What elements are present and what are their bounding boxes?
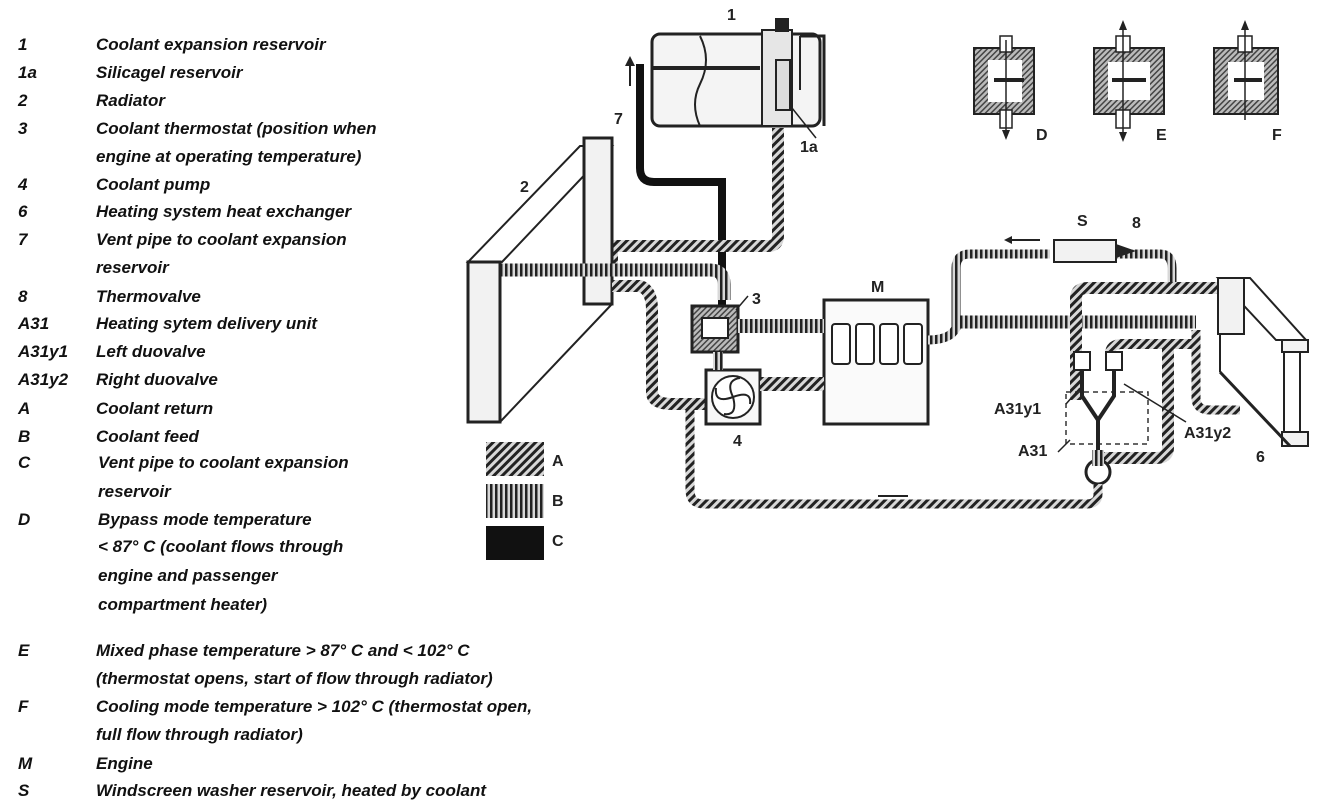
legend-text: (thermostat opens, start of flow through… [96, 669, 493, 688]
label-right-duovalve: A31y2 [1184, 425, 1231, 442]
label-engine: M [871, 279, 884, 296]
legend-text: Coolant return [96, 399, 214, 418]
legend-code: 6 [18, 202, 28, 221]
legend-code: S [18, 781, 30, 800]
legend-text: Coolant feed [96, 427, 199, 446]
label-heat-exchanger: 6 [1256, 449, 1265, 466]
left-duovalve [1073, 351, 1091, 371]
legend-code: B [18, 427, 31, 446]
legend-code: 7 [18, 230, 28, 249]
legend-text: Silicagel reservoir [96, 63, 243, 82]
legend-text: Heating system heat exchanger [96, 202, 352, 221]
legend-text: Coolant thermostat (position when [96, 119, 377, 138]
label-delivery-unit: A31 [1018, 443, 1047, 460]
legend-text: reservoir [96, 258, 169, 277]
mode-diagram-f [1213, 20, 1279, 120]
legend-text: engine and passenger [98, 566, 278, 585]
legend-text: Radiator [96, 91, 165, 110]
mode-diagram-d [973, 35, 1035, 140]
legend-code: 1a [18, 63, 37, 82]
label-mode-f: F [1272, 127, 1282, 144]
legend-code: 4 [18, 175, 28, 194]
label-mode-e: E [1156, 127, 1167, 144]
label-radiator: 2 [520, 179, 529, 196]
legend-text: Left duovalve [96, 342, 206, 361]
label-mode-d: D [1036, 127, 1048, 144]
legend-code: F [18, 697, 29, 716]
legend-code: 8 [18, 287, 28, 306]
legend-text: Heating sytem delivery unit [96, 314, 318, 333]
legend-text: full flow through radiator) [96, 725, 303, 744]
label-vent-pipe: 7 [614, 111, 623, 128]
expansion-reservoir [650, 18, 826, 128]
label-reservoir: 1 [727, 7, 736, 24]
delivery-unit [1065, 366, 1149, 486]
heat-exchanger [1215, 277, 1309, 448]
label-washer: S [1077, 213, 1088, 230]
coolant-pump [704, 368, 762, 426]
legend-code: M [18, 754, 33, 773]
legend-code: A31y1 [18, 342, 69, 361]
key-swatch-a [486, 442, 544, 476]
legend-code: A [18, 399, 31, 418]
legend-text: Cooling mode temperature > 102° C (therm… [96, 697, 533, 716]
legend-code: C [18, 453, 31, 472]
legend-text: compartment heater) [98, 595, 268, 614]
label-silicagel: 1a [800, 139, 818, 156]
legend-code: 2 [18, 91, 28, 110]
label-thermostat: 3 [752, 291, 761, 308]
label-thermovalve: 8 [1132, 215, 1141, 232]
legend-text: Bypass mode temperature [98, 510, 312, 529]
label-left-duovalve: A31y1 [994, 401, 1041, 418]
legend-text: engine at operating temperature) [96, 147, 362, 166]
label-pump: 4 [733, 433, 742, 450]
legend-text: Coolant expansion reservoir [96, 35, 326, 54]
radiator [465, 136, 615, 424]
legend-text: Vent pipe to coolant expansion [98, 453, 349, 472]
legend-code: A31 [18, 314, 50, 333]
key-label-a: A [552, 453, 564, 470]
legend-text: reservoir [98, 482, 171, 501]
legend-code: A31y2 [18, 370, 69, 389]
thermostat [690, 304, 740, 354]
right-duovalve [1105, 351, 1123, 371]
thermovalve [1116, 244, 1136, 258]
silicagel-reservoir [775, 59, 791, 111]
legend-code: D [18, 510, 31, 529]
legend-text: Coolant pump [96, 175, 211, 194]
legend-code: 1 [18, 35, 28, 54]
legend-text: < 87° C (coolant flows through [98, 537, 344, 556]
vent-pipe [636, 64, 726, 320]
washer-reservoir [1053, 239, 1117, 263]
key-label-c: C [552, 533, 564, 550]
key-label-b: B [552, 493, 564, 510]
engine [822, 298, 930, 426]
key-swatch-c [486, 526, 544, 560]
legend-code: 3 [18, 119, 28, 138]
coolant-circuit-diagram: 1 1a 2 3 4 6 7 8 S M A31 A31y1 A31y2 D E… [465, 7, 1309, 560]
key-swatch-b [486, 484, 544, 518]
legend-text: Windscreen washer reservoir, heated by c… [96, 781, 487, 800]
legend-text: Thermovalve [96, 287, 201, 306]
mode-diagram-e [1093, 20, 1165, 142]
legend-text: Vent pipe to coolant expansion [96, 230, 347, 249]
legend-text: Right duovalve [96, 370, 218, 389]
legend-text: Mixed phase temperature > 87° C and < 10… [96, 641, 470, 660]
legend: 1 Coolant expansion reservoir 1a Silicag… [0, 0, 620, 808]
legend-code: E [18, 641, 30, 660]
legend-text: Engine [96, 754, 153, 773]
